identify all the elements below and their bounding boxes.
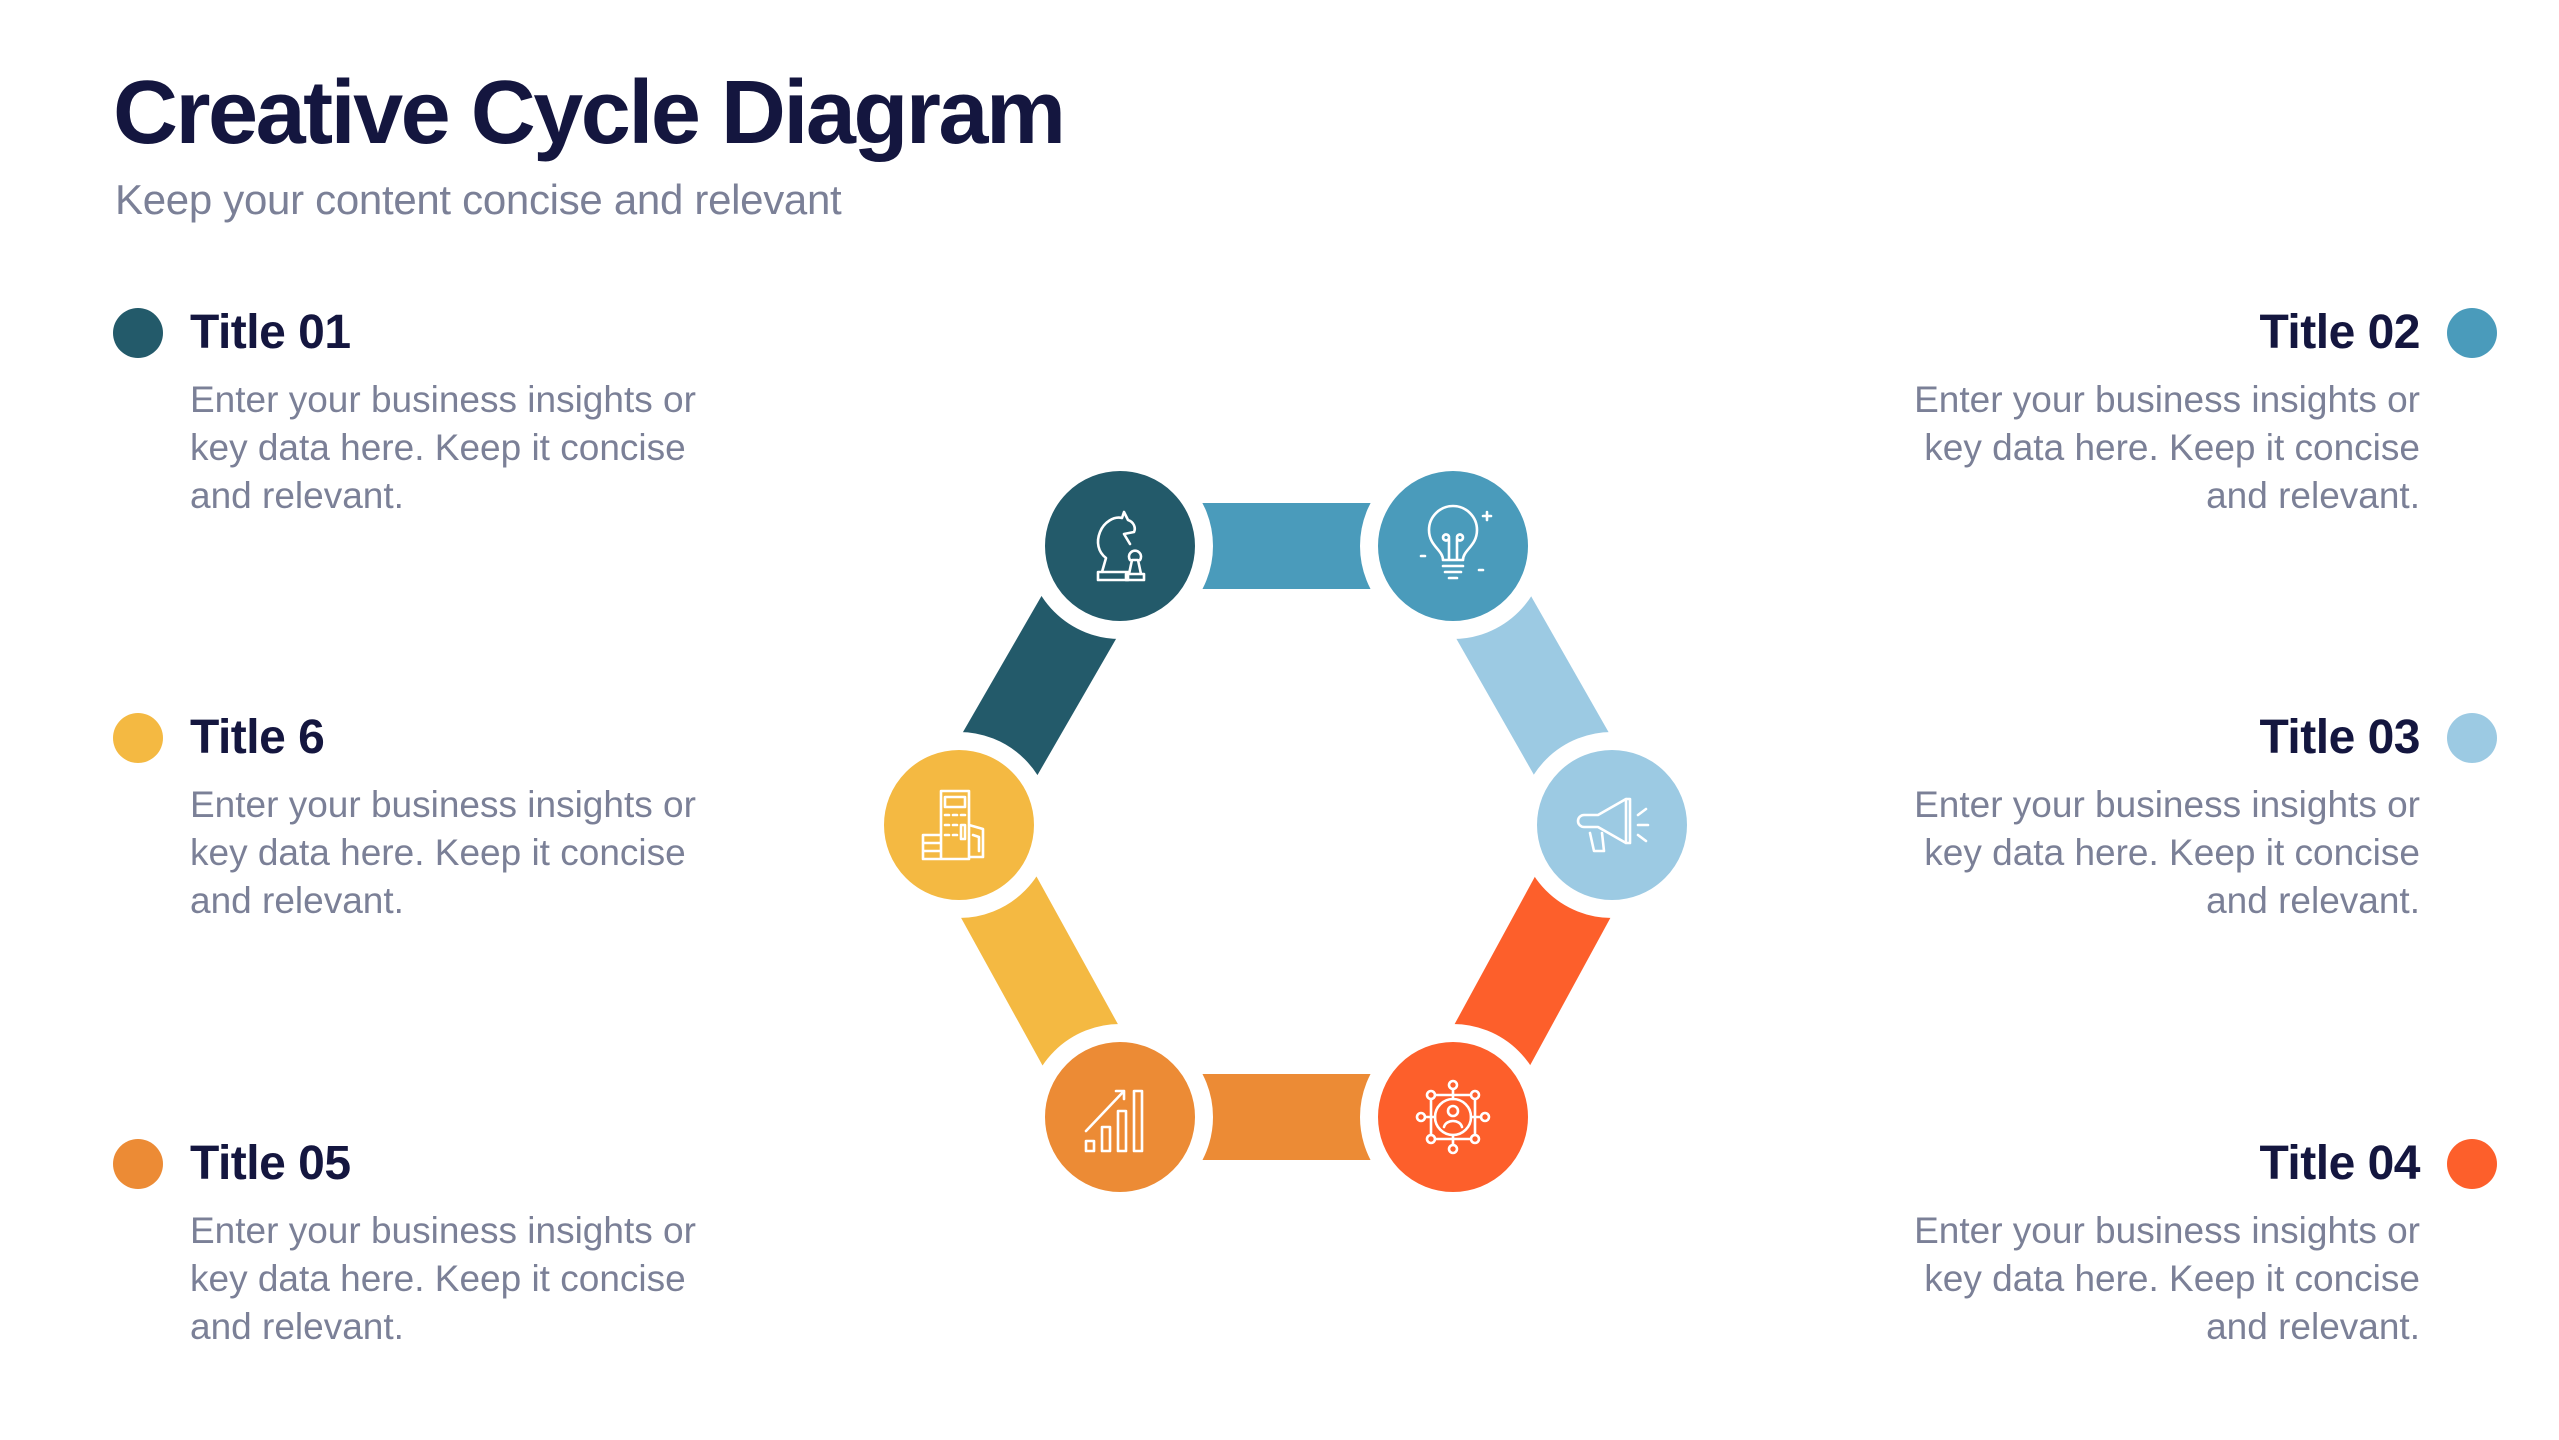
node-circle [1027,453,1213,639]
node-circle [1027,1024,1213,1210]
item-body: Enter your business insights or key data… [190,1210,696,1347]
item-title: Title 01 [190,306,351,359]
item-title: Title 6 [190,711,325,764]
cycle-node-2 [1360,453,1546,639]
bullet-dot [113,308,163,358]
bullet-dot [113,1139,163,1189]
item-body: Enter your business insights or key data… [190,379,696,516]
item-body: Enter your business insights or key data… [190,784,696,921]
chess-strategy-icon [1096,510,1146,582]
item-06: Title 6 Enter your business insights or … [113,703,813,925]
item-01: Title 01 Enter your business insights or… [113,298,813,520]
item-body: Enter your business insights or key data… [1914,1210,2420,1347]
network-person-icon [1415,1079,1491,1155]
item-05: Title 05 Enter your business insights or… [113,1129,813,1351]
item-title: Title 05 [190,1137,351,1190]
item-03: Title 03 Enter your business insights or… [1797,703,2497,925]
cycle-node-6 [866,732,1052,918]
bullet-dot [2447,308,2497,358]
bullet-dot [113,713,163,763]
megaphone-icon [1576,797,1650,853]
calculator-money-icon [921,789,985,861]
item-title: Title 03 [2259,711,2420,764]
item-02: Title 02 Enter your business insights or… [1797,298,2497,520]
page-subtitle: Keep your content concise and relevant [115,176,842,223]
growth-chart-icon [1084,1089,1144,1153]
cycle-node-3 [1519,732,1705,918]
item-body: Enter your business insights or key data… [1914,784,2420,921]
item-body: Enter your business insights or key data… [1914,379,2420,516]
cycle-node-4 [1360,1024,1546,1210]
item-title: Title 04 [2259,1137,2420,1190]
node-circle [1519,732,1705,918]
lightbulb-icon [1419,504,1493,580]
cycle-node-1 [1027,453,1213,639]
page-title: Creative Cycle Diagram [113,63,1066,163]
item-04: Title 04 Enter your business insights or… [1797,1129,2497,1351]
bullet-dot [2447,1139,2497,1189]
item-title: Title 02 [2259,306,2420,359]
node-circle [1360,453,1546,639]
node-circle [866,732,1052,918]
bullet-dot [2447,713,2497,763]
cycle-node-5 [1027,1024,1213,1210]
